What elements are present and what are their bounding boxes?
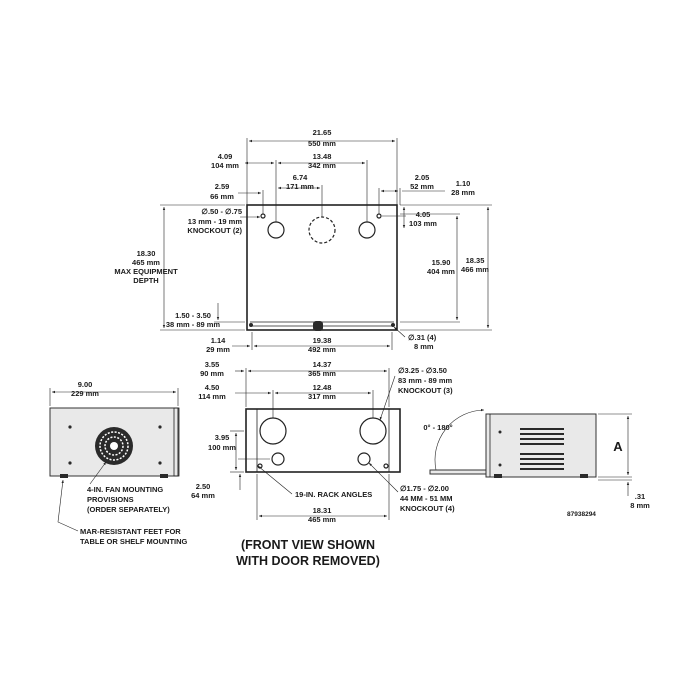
fan-label-line3: (ORDER SEPARATELY) xyxy=(87,505,170,514)
small-offset-in: 2.59 xyxy=(215,182,230,191)
fan-label-line1: 4-IN. FAN MOUNTING xyxy=(87,485,163,494)
knockout-note-line3: KNOCKOUT (2) xyxy=(187,226,242,235)
knockout-mid-in: 6.74 xyxy=(293,173,308,182)
outer-depth-in: 18.35 xyxy=(466,256,485,265)
side-view: 9.00 229 mm 4-IN. FAN MOUNTING PROVISION… xyxy=(49,380,188,546)
front-v2-in: 2.50 xyxy=(196,482,211,491)
front-h1-mm: 90 mm xyxy=(200,369,224,378)
front-v1-in: 3.95 xyxy=(215,433,230,442)
height-label: A xyxy=(613,439,623,454)
knockout-top-mm: 103 mm xyxy=(409,219,437,228)
large-ko-line2: 83 mm - 89 mm xyxy=(398,376,453,385)
right-offset-mm: 52 mm xyxy=(410,182,434,191)
feet-label-line2: TABLE OR SHELF MOUNTING xyxy=(80,537,188,546)
flange-in: 1.10 xyxy=(456,179,471,188)
max-depth-in: 18.30 xyxy=(137,249,156,258)
inner-depth-in: 15.90 xyxy=(432,258,451,267)
side-depth-in: 9.00 xyxy=(78,380,93,389)
knockout-span-in: 13.48 xyxy=(313,152,332,161)
open-door xyxy=(429,469,487,475)
flange-mm: 28 mm xyxy=(451,188,475,197)
front-small-knockout-left xyxy=(271,452,285,466)
door-angle-label: 0° - 180° xyxy=(423,423,452,432)
small-ko-line1: ∅1.75 - ∅2.00 xyxy=(400,484,449,493)
rack-angles-label: 19-IN. RACK ANGLES xyxy=(295,490,372,499)
top-small-hole-right xyxy=(376,213,382,219)
right-view-enclosure xyxy=(485,413,597,478)
small-offset-mm: 66 mm xyxy=(210,192,234,201)
max-depth-label1: MAX EQUIPMENT xyxy=(114,267,178,276)
side-depth-mm: 229 mm xyxy=(71,389,99,398)
inner-depth-mm: 404 mm xyxy=(427,267,455,276)
foot-in: .31 xyxy=(635,492,645,501)
front-h2-in: 4.50 xyxy=(205,383,220,392)
top-knockout-right xyxy=(358,221,376,239)
front-h2-mm: 114 mm xyxy=(198,392,226,401)
rail-offset-in: 1.14 xyxy=(211,336,226,345)
knockout-note-line2: 13 mm - 19 mm xyxy=(188,217,243,226)
right-view: 0° - 180° A .31 8 mm 87938294 xyxy=(423,408,650,518)
front-view-caption-line2: WITH DOOR REMOVED) xyxy=(236,554,380,568)
front-w1-in: 14.37 xyxy=(313,360,332,369)
top-view-latch xyxy=(313,321,323,331)
side-foot-right xyxy=(160,474,168,478)
vent-slots-icon xyxy=(498,428,564,470)
knockout-left-mm: 104 mm xyxy=(211,161,239,170)
top-view: 21.65 550 mm 13.48 342 mm 4.09 104 mm 6.… xyxy=(114,128,492,354)
hole-in: ∅.31 (4) xyxy=(408,333,437,342)
max-depth-mm: 465 mm xyxy=(132,258,160,267)
rail-offset-mm: 29 mm xyxy=(206,345,230,354)
front-w2-mm: 317 mm xyxy=(308,392,336,401)
front-width-mm: 465 mm xyxy=(308,515,336,524)
small-ko-line3: KNOCKOUT (4) xyxy=(400,504,455,513)
side-foot-left xyxy=(60,474,68,478)
knockout-top-in: 4.05 xyxy=(416,210,431,219)
rail-width-in: 19.38 xyxy=(313,336,332,345)
knockout-span-mm: 342 mm xyxy=(308,161,336,170)
overall-width-in: 21.65 xyxy=(313,128,332,137)
top-knockout-left xyxy=(267,221,285,239)
front-w2-in: 12.48 xyxy=(313,383,332,392)
front-small-knockout-right xyxy=(357,452,371,466)
knockout-mid-mm: 171 mm xyxy=(286,182,314,191)
front-view-caption-line1: (FRONT VIEW SHOWN xyxy=(241,538,375,552)
right-offset-in: 2.05 xyxy=(415,173,430,182)
fan-label-line2: PROVISIONS xyxy=(87,495,134,504)
outer-depth-mm: 466 mm xyxy=(461,265,489,274)
knockout-left-in: 4.09 xyxy=(218,152,233,161)
front-width-in: 18.31 xyxy=(313,506,332,515)
front-v1-mm: 100 mm xyxy=(208,443,236,452)
top-small-hole-left xyxy=(260,213,266,219)
front-h1-in: 3.55 xyxy=(205,360,220,369)
knockout-note-line1: ∅.50 - ∅.75 xyxy=(201,207,242,216)
front-w1-mm: 365 mm xyxy=(308,369,336,378)
range-in: 1.50 - 3.50 xyxy=(175,311,211,320)
foot-mm: 8 mm xyxy=(630,501,650,510)
max-depth-label2: DEPTH xyxy=(133,276,158,285)
door-swing-arc xyxy=(434,408,485,471)
large-ko-line1: ∅3.25 - ∅3.50 xyxy=(398,366,447,375)
front-view: 14.37 365 mm 3.55 90 mm 12.48 317 mm 4.5… xyxy=(191,360,455,568)
rail-width-mm: 492 mm xyxy=(308,345,336,354)
small-ko-line2: 44 MM - 51 MM xyxy=(400,494,453,503)
fan-grille-icon xyxy=(95,427,133,465)
feet-label-line1: MAR-RESISTANT FEET FOR xyxy=(80,527,181,536)
front-large-knockout-right xyxy=(359,417,387,445)
hole-mm: 8 mm xyxy=(414,342,434,351)
top-knockout-center xyxy=(308,216,336,244)
large-ko-line3: KNOCKOUT (3) xyxy=(398,386,453,395)
front-v2-mm: 64 mm xyxy=(191,491,215,500)
overall-width-mm: 550 mm xyxy=(308,139,336,148)
front-large-knockout-left xyxy=(259,417,287,445)
range-mm: 38 mm - 89 mm xyxy=(166,320,221,329)
part-number: 87938294 xyxy=(567,511,596,518)
